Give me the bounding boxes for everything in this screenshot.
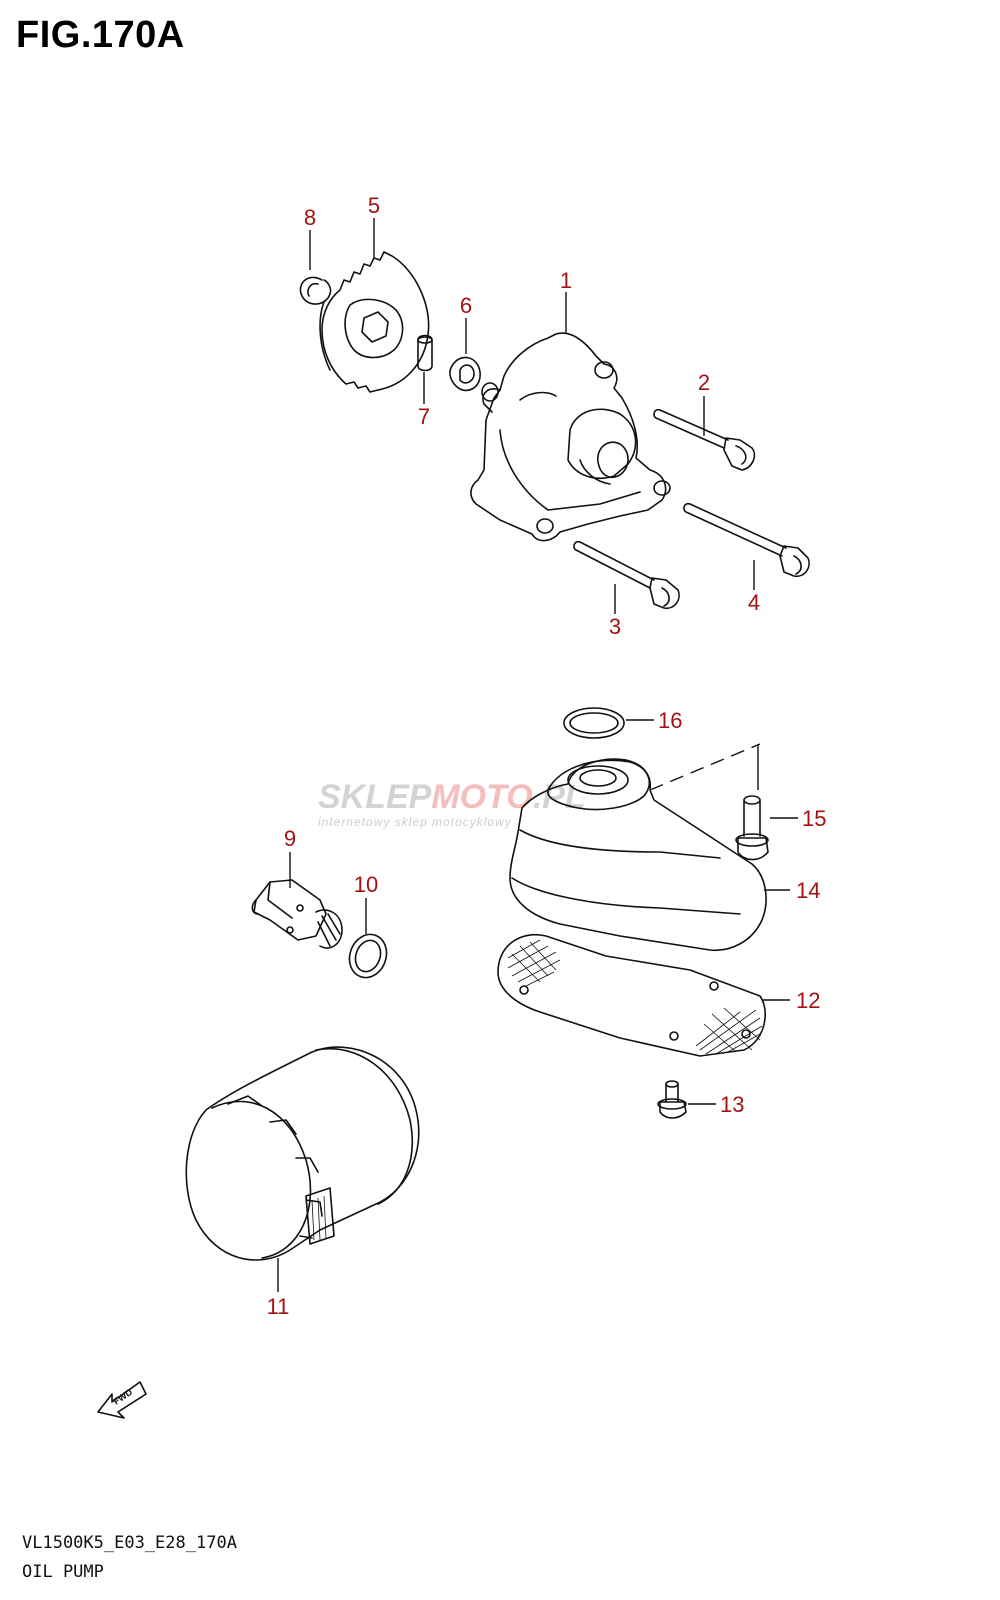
diagram-name: OIL PUMP xyxy=(22,1562,104,1582)
part-16-o-ring xyxy=(563,707,625,739)
part-10-washer xyxy=(348,933,388,979)
callout-12: 12 xyxy=(796,988,820,1013)
part-1-pump-body xyxy=(470,332,671,542)
callout-14: 14 xyxy=(796,878,820,903)
watermark-brand-b: MOTO xyxy=(431,778,532,816)
part-4-bolt xyxy=(683,502,810,578)
part-11-oil-filter xyxy=(185,1046,420,1261)
part-8-circlip xyxy=(299,276,332,305)
callout-8: 8 xyxy=(304,205,316,230)
part-7-dowel-pin xyxy=(417,334,433,372)
part-13-bolt xyxy=(657,1080,687,1119)
svg-text:SKLEPMOTO.PL: SKLEPMOTO.PL xyxy=(318,778,586,816)
part-3-bolt xyxy=(573,540,680,610)
part-5-gear xyxy=(319,251,430,393)
figure-title: FIG.170A xyxy=(16,14,185,56)
fwd-arrow-icon: FWD xyxy=(97,1381,147,1419)
part-15-bolt xyxy=(735,795,769,861)
watermark-brand-a: SKLEP xyxy=(318,778,432,816)
callout-1: 1 xyxy=(560,268,572,293)
part-14-cover xyxy=(509,743,767,952)
leader-lines xyxy=(277,218,798,1292)
callout-9: 9 xyxy=(284,826,296,851)
callout-6: 6 xyxy=(460,293,472,318)
callout-11: 11 xyxy=(267,1294,290,1319)
watermark: SKLEPMOTO.PL internetowy sklep motocyklo… xyxy=(318,778,586,829)
callout-5: 5 xyxy=(368,193,380,218)
callout-15: 15 xyxy=(802,806,826,831)
part-6-washer xyxy=(449,356,481,392)
callout-3: 3 xyxy=(609,614,621,639)
diagram-code: VL1500K5_E03_E28_170A xyxy=(22,1533,237,1553)
callout-10: 10 xyxy=(354,872,378,897)
callout-numbers: 1 2 3 4 5 6 7 8 9 10 11 12 13 14 15 16 xyxy=(267,193,827,1319)
watermark-brand-c: .PL xyxy=(533,778,586,816)
callout-13: 13 xyxy=(720,1092,744,1117)
callout-7: 7 xyxy=(418,404,430,429)
callout-16: 16 xyxy=(658,708,682,733)
part-12-strainer xyxy=(497,933,766,1057)
watermark-tagline: internetowy sklep motocyklowy xyxy=(318,815,512,829)
callout-4: 4 xyxy=(748,590,760,615)
part-2-bolt xyxy=(653,408,756,471)
callout-2: 2 xyxy=(698,370,710,395)
part-9-fitting xyxy=(251,879,343,949)
